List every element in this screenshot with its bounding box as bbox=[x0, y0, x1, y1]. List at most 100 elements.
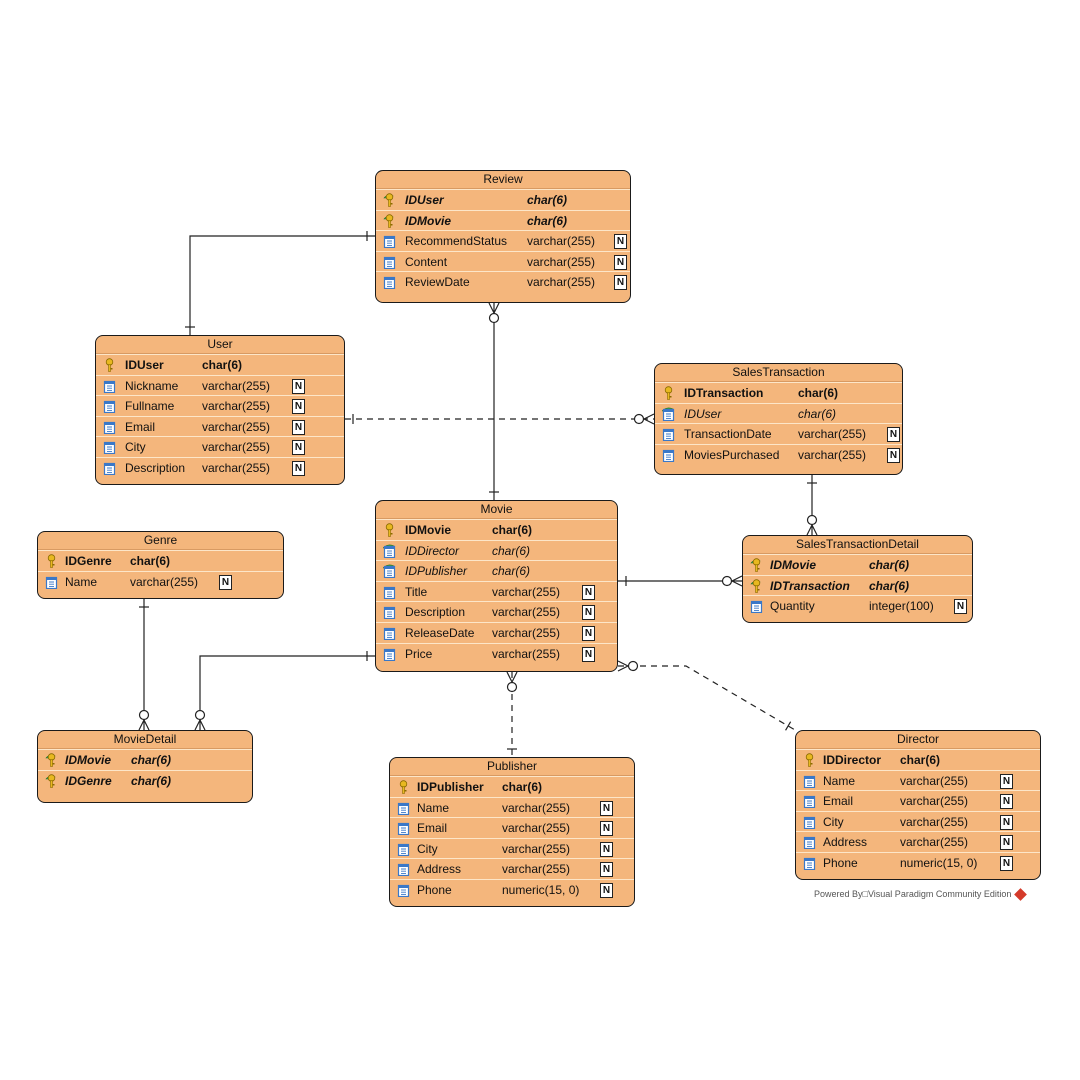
foreign-key-column-icon bbox=[382, 544, 396, 558]
column-icon bbox=[397, 801, 410, 815]
column-name: IDDirector bbox=[405, 543, 460, 558]
column-icon bbox=[383, 626, 396, 641]
primary-key-icon bbox=[803, 753, 816, 767]
nullable-icon: N bbox=[954, 599, 967, 615]
relationship-movie-moviedetail[interactable] bbox=[194, 651, 375, 731]
column-type: varchar(255) bbox=[900, 835, 969, 850]
relationship-movie-publisher[interactable] bbox=[506, 671, 518, 757]
column-name: IDTransaction bbox=[770, 578, 850, 593]
column-name: City bbox=[417, 841, 438, 856]
relationship-user-salestransaction[interactable] bbox=[345, 413, 655, 425]
column-name: ReleaseDate bbox=[405, 625, 475, 640]
column-name: IDPublisher bbox=[417, 780, 484, 794]
column-icon bbox=[383, 275, 396, 290]
column-name: IDUser bbox=[684, 406, 722, 421]
column-name: ReviewDate bbox=[405, 275, 470, 290]
column-icon bbox=[803, 856, 816, 871]
column-type: varchar(255) bbox=[492, 646, 561, 661]
relationship-user-review[interactable] bbox=[185, 231, 375, 335]
relationship-review-movie[interactable] bbox=[488, 302, 500, 500]
nullable-icon: N bbox=[582, 625, 595, 641]
relationship-movie-salestransactiondetail[interactable] bbox=[618, 575, 743, 587]
foreign-key-column-icon bbox=[661, 407, 675, 421]
nullable-icon: N bbox=[600, 841, 613, 857]
column-icon bbox=[103, 461, 116, 476]
entity-name: Director bbox=[796, 731, 1040, 749]
column-name: Content bbox=[405, 254, 448, 269]
column-type: char(6) bbox=[527, 193, 568, 207]
column-icon bbox=[103, 379, 116, 393]
column-type: varchar(255) bbox=[502, 841, 571, 856]
relationship-salestransaction-detail[interactable] bbox=[806, 475, 818, 536]
relationship-movie-director[interactable] bbox=[617, 660, 796, 731]
column-name: IDGenre bbox=[65, 773, 112, 788]
column-row[interactable]: City varchar(255) N bbox=[390, 837, 634, 859]
column-name: Email bbox=[823, 794, 854, 809]
column-type: char(6) bbox=[798, 386, 839, 400]
primary-key-icon bbox=[383, 523, 396, 537]
relationship-genre-moviedetail[interactable] bbox=[138, 599, 150, 731]
nullable-icon: N bbox=[219, 574, 232, 590]
column-name: Email bbox=[125, 419, 156, 434]
column-name: Name bbox=[823, 773, 856, 788]
column-type: char(6) bbox=[869, 578, 910, 593]
nullable-icon: N bbox=[292, 440, 305, 456]
column-row[interactable]: IDTransaction char(6) bbox=[743, 574, 972, 596]
nullable-icon: N bbox=[582, 605, 595, 621]
column-name: MoviesPurchased bbox=[684, 447, 780, 462]
nullable-icon: N bbox=[582, 646, 595, 662]
entity-name: Publisher bbox=[390, 758, 634, 776]
column-name: IDUser bbox=[125, 358, 164, 372]
column-icon bbox=[383, 647, 396, 661]
column-name: City bbox=[823, 814, 844, 829]
